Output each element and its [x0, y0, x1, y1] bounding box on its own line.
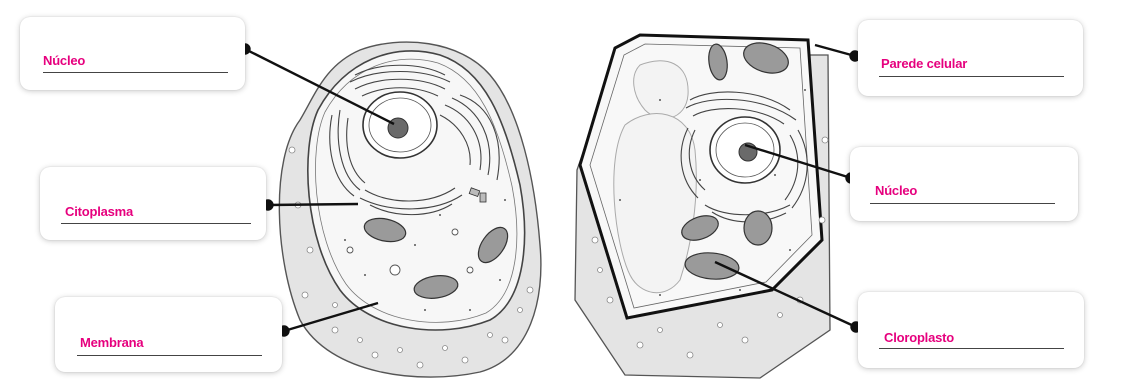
label-card-parede-celular: Parede celular: [858, 20, 1083, 96]
answer-line: [870, 203, 1055, 204]
animal-cell: [279, 42, 541, 377]
label-card-nucleo-right: Núcleo: [850, 147, 1078, 221]
label-card-citoplasma: Citoplasma: [40, 167, 266, 240]
label-nucleo-left: Núcleo: [43, 53, 85, 68]
label-membrana: Membrana: [80, 335, 143, 350]
plant-cell: [575, 35, 830, 378]
label-parede-celular: Parede celular: [881, 56, 967, 71]
label-citoplasma: Citoplasma: [65, 204, 133, 219]
answer-line: [879, 348, 1064, 349]
answer-line: [77, 355, 262, 356]
label-card-nucleo-left: Núcleo: [20, 17, 245, 90]
label-nucleo-right: Núcleo: [875, 183, 917, 198]
label-cloroplasto: Cloroplasto: [884, 330, 954, 345]
answer-line: [43, 72, 228, 73]
answer-line: [879, 76, 1064, 77]
label-card-cloroplasto: Cloroplasto: [858, 292, 1084, 368]
label-card-membrana: Membrana: [55, 297, 282, 372]
answer-line: [61, 223, 251, 224]
